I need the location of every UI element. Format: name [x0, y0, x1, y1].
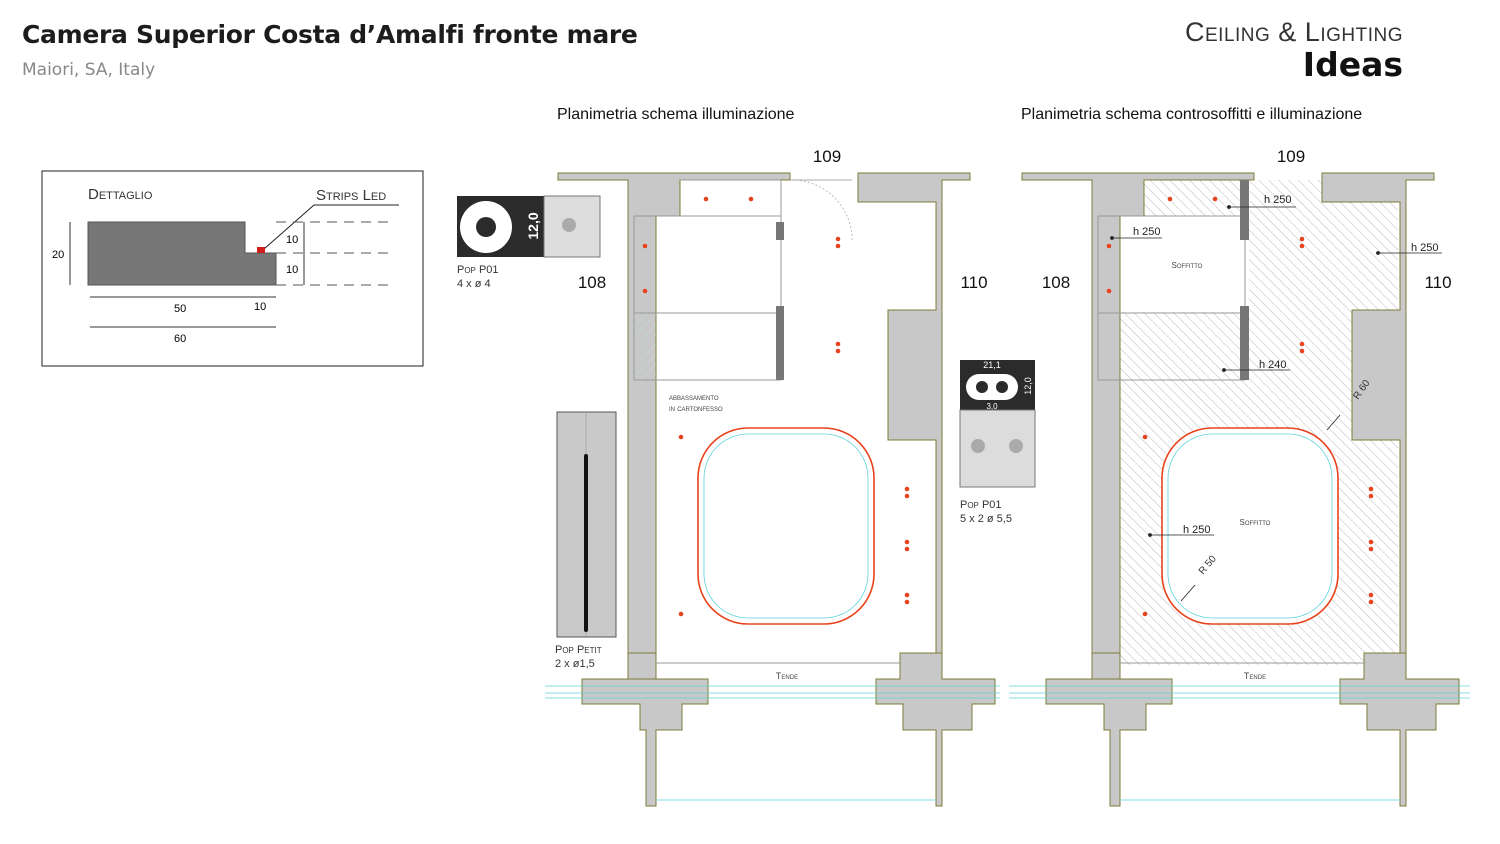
dim-height: 20 — [52, 249, 64, 261]
curtains-right: Tende — [1244, 671, 1266, 681]
h240: h 240 — [1259, 359, 1287, 371]
plan-right: h 250 h 250 h 250 h 240 h 250 R 60 R 50 … — [1009, 147, 1470, 807]
dim-step: 10 — [254, 301, 266, 313]
strip-led-label: Strips Led — [316, 187, 386, 204]
product-pop-petit: Pop Petit 2 x ø1,5 — [555, 411, 617, 670]
dim-total: 60 — [174, 333, 186, 345]
h250-d: h 250 — [1183, 524, 1211, 536]
p1-dim: 12,0 — [525, 212, 541, 239]
spots-left — [642, 196, 910, 617]
spots-right — [1106, 196, 1374, 617]
h250-c: h 250 — [1411, 242, 1439, 254]
page-title: Camera Superior Costa d’Amalfi fronte ma… — [22, 20, 638, 49]
room-110-right: 110 — [1424, 273, 1451, 292]
dim-upper: 10 — [286, 234, 298, 246]
h250-b: h 250 — [1133, 226, 1161, 238]
room-108-left: 108 — [578, 273, 606, 292]
product-pop-p01-round: 12,0 Pop P01 4 x ø 4 — [457, 195, 601, 290]
product-pop-p01-double: 21,1 12,0 3,0 Pop P01 5 x 2 ø 5,5 — [959, 360, 1036, 525]
room-110-left: 110 — [960, 273, 987, 292]
p1-name: Pop P01 — [457, 264, 499, 276]
led-strip-marker — [257, 247, 265, 253]
p2-dim-s: 3,0 — [986, 402, 998, 411]
room-108-right: 108 — [1042, 273, 1070, 292]
plan-right-title: Planimetria schema controsoffitti e illu… — [1021, 106, 1363, 123]
curtains-left: Tende — [776, 671, 798, 681]
detail-title: Dettaglio — [88, 186, 153, 203]
p3-name: Pop Petit — [555, 644, 602, 656]
room-109-right: 109 — [1277, 147, 1305, 166]
detail-box: Dettaglio Strips Led 20 10 10 50 10 60 — [41, 170, 424, 367]
p1-spec: 4 x ø 4 — [457, 278, 491, 290]
ceiling-label-top: Soffitto — [1172, 261, 1203, 270]
led-ring-right — [1161, 427, 1339, 625]
room-109-left: 109 — [813, 147, 841, 166]
page-subtitle: Maiori, SA, Italy — [22, 60, 156, 80]
p2-name: Pop P01 — [960, 499, 1002, 511]
lowering-label-2: in cartonfesso — [669, 404, 723, 413]
p3-spec: 2 x ø1,5 — [555, 658, 595, 670]
p2-spec: 5 x 2 ø 5,5 — [960, 513, 1012, 525]
brand-line1: Ceiling & Lighting — [1185, 17, 1403, 47]
dim-lower: 10 — [286, 264, 298, 276]
plan-left-title: Planimetria schema illuminazione — [557, 106, 795, 123]
p2-dim-h: 12,0 — [1023, 377, 1033, 395]
ceiling-label-center: Soffitto — [1240, 518, 1271, 527]
h250-a: h 250 — [1264, 194, 1292, 206]
dim-base: 50 — [174, 303, 186, 315]
plan-left: 109 108 110 abbassamento in cartonfesso … — [545, 147, 1000, 807]
led-ring-left — [697, 427, 875, 625]
brand-line2: Ideas — [1302, 45, 1403, 84]
lowering-label: abbassamento — [669, 393, 719, 402]
p2-dim-w: 21,1 — [983, 360, 1001, 370]
